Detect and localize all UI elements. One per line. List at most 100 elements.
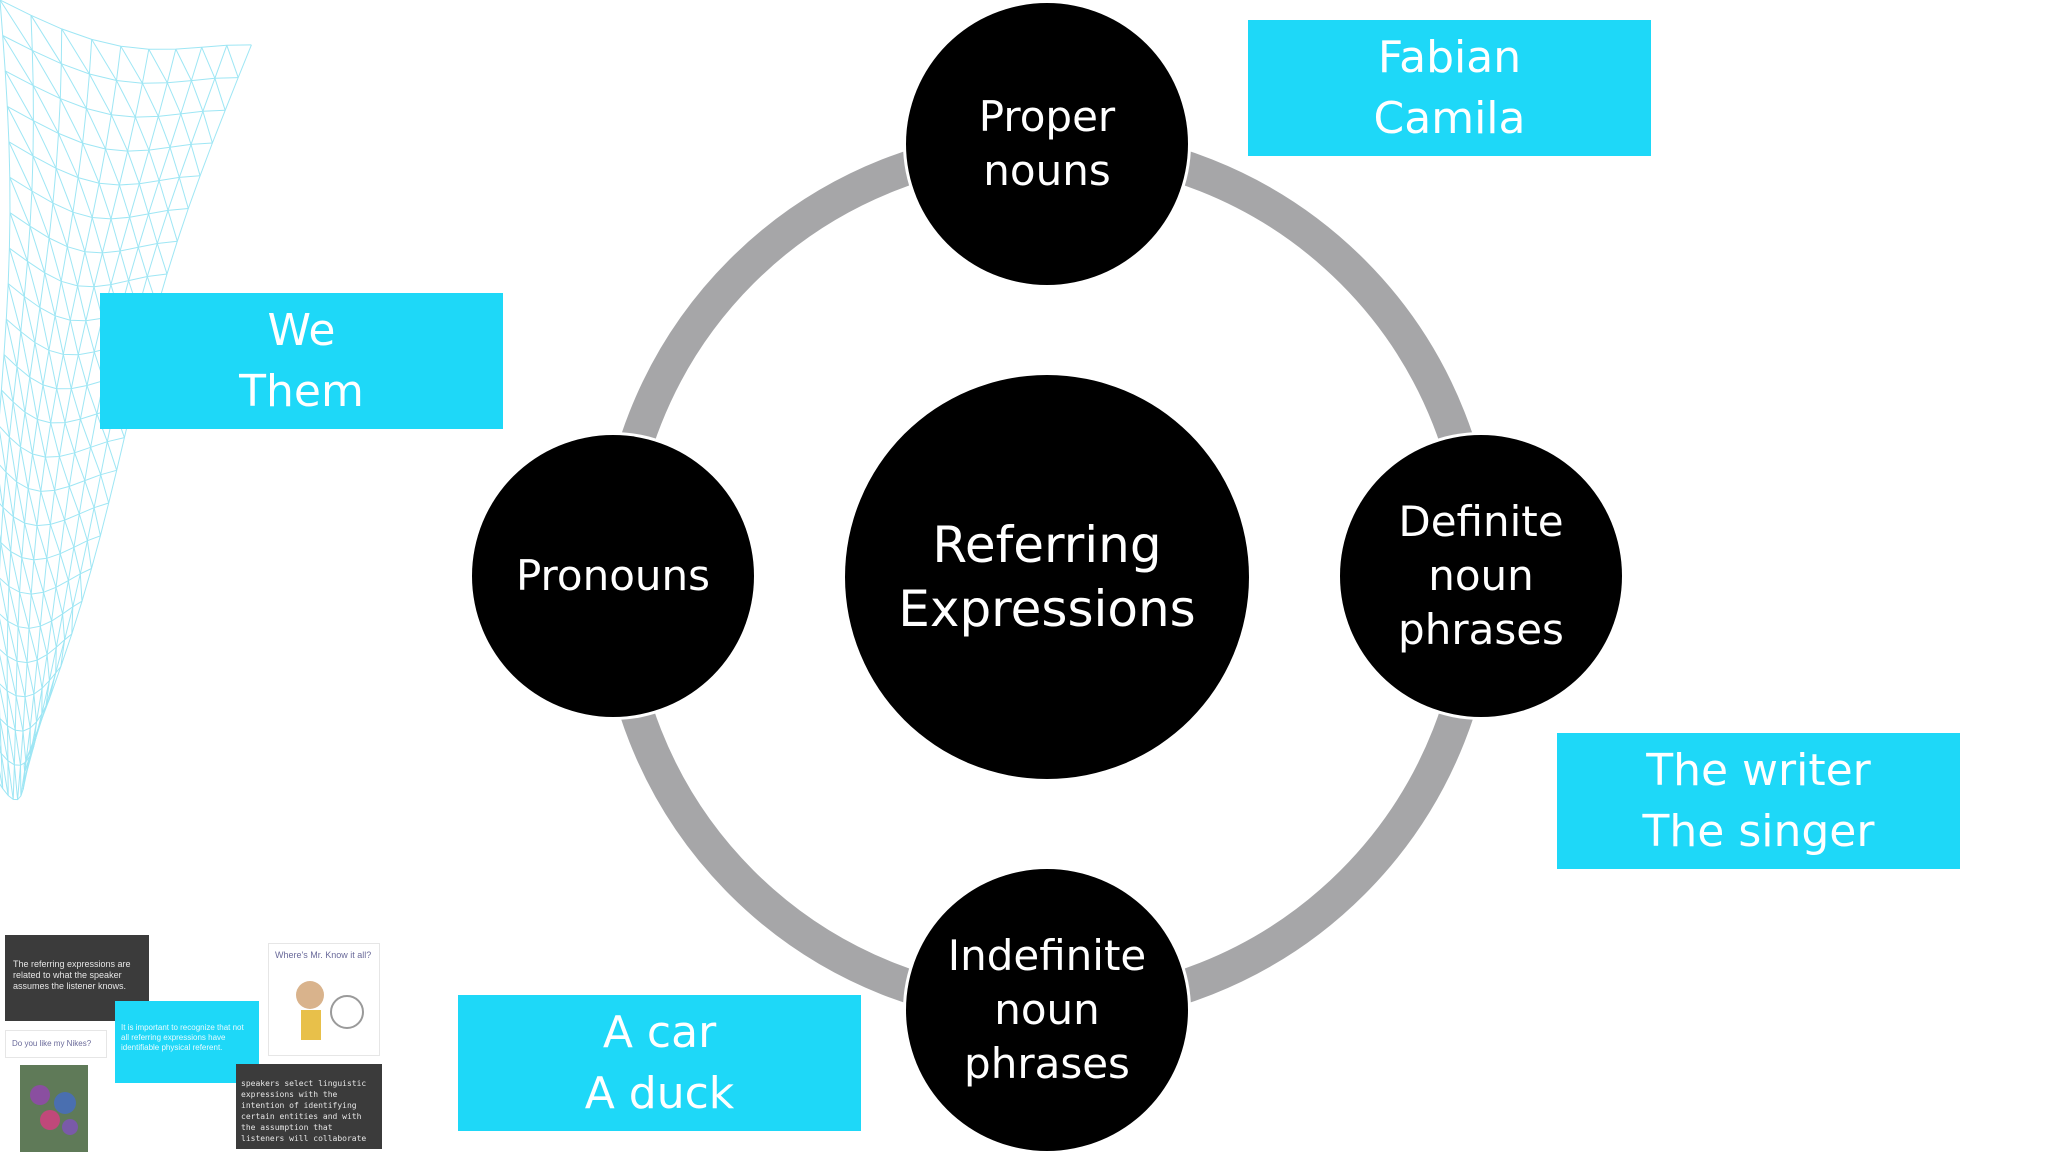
wireframe-line bbox=[29, 226, 46, 273]
wireframe-line bbox=[9, 212, 28, 262]
wireframe-line bbox=[137, 247, 148, 277]
wireframe-line bbox=[7, 105, 213, 152]
wireframe-line bbox=[9, 176, 189, 220]
wireframe-line bbox=[5, 472, 14, 517]
wireframe-line bbox=[60, 639, 66, 667]
wireframe-line bbox=[180, 113, 192, 145]
wireframe-line bbox=[100, 474, 110, 504]
wireframe-line bbox=[62, 354, 72, 389]
wireframe-line bbox=[7, 725, 15, 765]
wireframe-line bbox=[39, 307, 50, 351]
example-text: A duck bbox=[584, 1068, 735, 1119]
wireframe-line bbox=[39, 626, 48, 655]
wireframe-line bbox=[91, 217, 103, 254]
wireframe-line bbox=[49, 524, 61, 554]
wireframe-line bbox=[56, 388, 66, 423]
wireframe-line bbox=[59, 553, 69, 581]
wireframe-line bbox=[24, 522, 35, 561]
wireframe-line bbox=[86, 385, 98, 415]
wireframe-line bbox=[110, 114, 129, 152]
wireframe-line bbox=[77, 177, 93, 218]
wireframe-line bbox=[31, 190, 50, 239]
wireframe-line bbox=[61, 28, 90, 75]
wireframe-line bbox=[202, 111, 213, 144]
cartoon-illustration bbox=[296, 981, 364, 1040]
wireframe-line bbox=[32, 155, 54, 204]
wireframe-line bbox=[32, 453, 42, 492]
example-text: Fabian bbox=[1377, 32, 1522, 83]
wireframe-line bbox=[58, 133, 79, 178]
wireframe-line bbox=[34, 342, 44, 385]
wireframe-line bbox=[85, 320, 95, 353]
wireframe-line bbox=[106, 441, 118, 471]
wireframe-line bbox=[24, 696, 31, 729]
wireframe-line bbox=[0, 502, 109, 527]
wireframe-line bbox=[68, 486, 80, 515]
thumbnail-text: It is important to recognize that not al… bbox=[121, 1023, 244, 1052]
wireframe-line bbox=[0, 0, 33, 51]
wireframe-line bbox=[20, 331, 31, 378]
wireframe-line bbox=[8, 141, 33, 192]
wireframe-line bbox=[55, 587, 64, 615]
example-box-indefinite-noun-phrases: A car A duck bbox=[458, 995, 861, 1131]
wireframe-line bbox=[7, 760, 14, 800]
wireframe-line bbox=[16, 661, 26, 697]
wireframe-line bbox=[31, 50, 61, 99]
example-text: We bbox=[267, 305, 336, 356]
wireframe-line bbox=[24, 747, 34, 773]
wireframe-line bbox=[50, 422, 60, 457]
wireframe-line bbox=[0, 568, 92, 595]
thumbnail-slide: speakers select linguistic expressions w… bbox=[236, 1064, 382, 1149]
thumbnail-text: Do you like my Nikes? bbox=[12, 1039, 92, 1048]
wireframe-line bbox=[8, 586, 19, 627]
wireframe-line bbox=[48, 350, 58, 389]
wireframe-line bbox=[3, 354, 14, 402]
wireframe-line bbox=[43, 592, 53, 622]
wireframe-line bbox=[0, 770, 4, 789]
wireframe-line bbox=[71, 606, 74, 635]
thumbnail-text: Where's Mr. Know it all? bbox=[275, 950, 372, 960]
wireframe-line bbox=[20, 446, 29, 489]
node-label: Indefinite noun phrases bbox=[947, 931, 1147, 1088]
wireframe-line bbox=[110, 218, 121, 252]
wireframe-line bbox=[0, 483, 4, 508]
wireframe-line bbox=[201, 47, 216, 79]
wireframe-line bbox=[148, 149, 160, 181]
wireframe-line bbox=[54, 490, 66, 521]
wireframe-line bbox=[2, 35, 239, 84]
wireframe-line bbox=[54, 315, 64, 355]
wireframe-line bbox=[51, 620, 57, 648]
wireframe-line bbox=[169, 147, 180, 178]
wireframe-line bbox=[2, 507, 12, 552]
wireframe-line bbox=[13, 764, 19, 800]
center-node-label: Referring Expressions bbox=[898, 516, 1196, 638]
wireframe-line bbox=[0, 718, 9, 761]
wireframe-line bbox=[73, 547, 81, 574]
wireframe-line bbox=[226, 45, 239, 78]
wireframe-line bbox=[55, 168, 74, 213]
wireframe-line bbox=[19, 592, 30, 629]
wireframe-line bbox=[90, 447, 102, 475]
wireframe-line bbox=[214, 78, 226, 111]
wireframe-line bbox=[27, 261, 41, 308]
wireframe-line bbox=[175, 48, 192, 81]
wireframe-line bbox=[79, 573, 83, 602]
wireframe-line bbox=[0, 389, 10, 438]
wireframe-line bbox=[156, 243, 168, 275]
wireframe-line bbox=[36, 525, 48, 559]
wireframe-line bbox=[134, 116, 150, 151]
wireframe-line bbox=[30, 15, 62, 64]
wireframe-line bbox=[45, 680, 50, 706]
wireframe-line bbox=[58, 456, 70, 487]
node-label: Definite noun phrases bbox=[1398, 497, 1564, 654]
wireframe-line bbox=[36, 705, 47, 733]
wireframe-line bbox=[44, 456, 56, 491]
wireframe-line bbox=[74, 452, 86, 481]
wireframe-line bbox=[48, 237, 62, 282]
wireframe-line bbox=[60, 63, 87, 109]
wireframe-line bbox=[36, 660, 43, 689]
wireframe-line bbox=[6, 690, 16, 731]
wireframe-line bbox=[190, 80, 204, 112]
wireframe-line bbox=[0, 579, 9, 622]
node-label: Pronouns bbox=[515, 551, 711, 600]
